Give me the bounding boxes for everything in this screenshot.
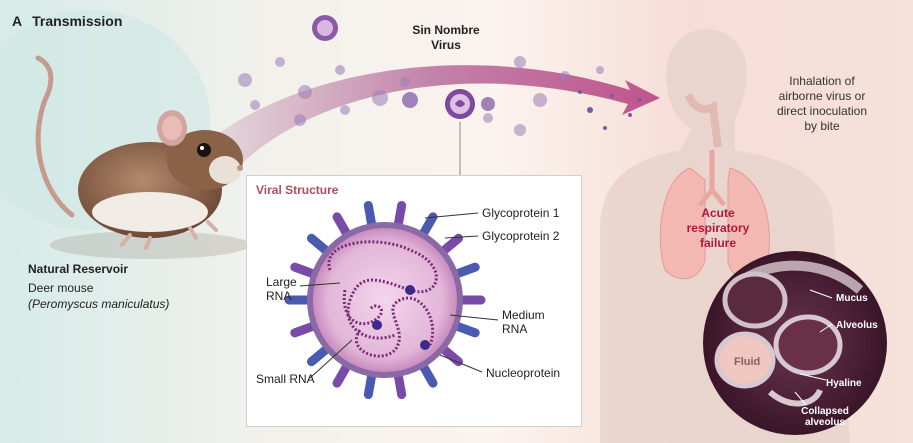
virion-large-2 — [445, 89, 475, 119]
panel-title-text: Transmission — [32, 13, 123, 29]
hyaline-label: Hyaline — [826, 378, 862, 389]
glycoprotein-spike — [290, 322, 317, 338]
panel-letter: A — [12, 13, 23, 29]
arf-line2: respiratory — [686, 221, 750, 235]
large-rna-line2: RNA — [266, 289, 292, 303]
transmission-arrow — [210, 65, 660, 165]
floating-virions — [238, 15, 642, 136]
mouse-shadow — [50, 231, 250, 259]
collapsed-alveolus-label: Collapsed alveolus — [790, 406, 860, 428]
virion-large-1 — [312, 15, 338, 41]
arf-line3: failure — [699, 236, 736, 250]
virus-name-line2: Virus — [431, 38, 461, 52]
medium-rna-label: Medium RNA — [502, 308, 545, 336]
virion-medium — [402, 92, 495, 111]
glycoprotein2-label: Glycoprotein 2 — [482, 229, 560, 243]
glycoprotein-spike — [394, 200, 407, 228]
glycoprotein-spike — [290, 262, 317, 278]
arf-line1: Acute — [701, 206, 735, 220]
virus-name-line1: Sin Nombre — [412, 23, 480, 37]
acute-respiratory-failure-label: Acute respiratory failure — [673, 206, 763, 251]
deer-mouse-illustration — [35, 55, 243, 250]
medium-rna-line2: RNA — [502, 322, 528, 336]
glycoprotein-spike — [363, 200, 376, 228]
scientific-name-text: (Peromyscus maniculatus) — [28, 297, 170, 311]
alveolus-label: Alveolus — [836, 320, 878, 331]
glycoprotein-spike — [419, 363, 438, 388]
inhalation-line3: direct inoculation — [776, 104, 868, 118]
glycoprotein-spike — [332, 212, 351, 237]
glycoprotein-spike — [306, 233, 330, 255]
alveolus-leaders — [794, 289, 833, 406]
glycoprotein-spike — [440, 345, 464, 367]
collapsed-line1: Collapsed — [801, 406, 849, 417]
nucleoprotein-label: Nucleoprotein — [486, 366, 561, 380]
alveolus-magnified-circle — [703, 251, 887, 435]
collapsed-line2: alveolus — [804, 417, 846, 428]
glycoprotein1-label: Glycoprotein 1 — [482, 206, 560, 220]
nucleoprotein-dot-2 — [372, 320, 382, 330]
viral-structure-title: Viral Structure — [256, 183, 339, 197]
glycoprotein-spike — [363, 372, 376, 400]
inhalation-line2: airborne virus or — [778, 89, 866, 103]
inhalation-line4: by bite — [804, 119, 840, 133]
viral-structure-leaders — [299, 212, 499, 379]
panel-title: A Transmission — [12, 13, 122, 29]
nucleoprotein-dot-3 — [420, 340, 430, 350]
inhalation-line1: Inhalation of — [789, 74, 855, 88]
nucleoprotein-dot-1 — [405, 285, 415, 295]
large-rna-label: Large RNA — [266, 275, 297, 303]
natural-reservoir-title: Natural Reservoir — [28, 262, 129, 276]
glycoprotein-spike — [419, 212, 438, 237]
glycoprotein-spike — [332, 363, 351, 388]
deer-mouse-label: Deer mouse — [28, 281, 94, 295]
glycoprotein-spike — [306, 345, 330, 367]
glycoprotein-spike — [394, 372, 407, 400]
glycoprotein-spikes — [284, 200, 486, 400]
glycoprotein-spike — [440, 233, 464, 255]
virus-name-label: Sin Nombre Virus — [392, 23, 500, 53]
fluid-label: Fluid — [734, 356, 761, 368]
large-rna-line1: Large — [266, 275, 297, 289]
glycoprotein-spike — [453, 262, 480, 278]
viral-capsid-interior — [313, 228, 457, 372]
medium-rna-line1: Medium — [502, 308, 545, 322]
scientific-name-label: (Peromyscus maniculatus) — [28, 297, 169, 311]
mucus-label: Mucus — [836, 293, 868, 304]
glycoprotein-spike — [453, 322, 480, 338]
lungs-illustration — [659, 150, 770, 280]
inhalation-label: Inhalation of airborne virus or direct i… — [760, 74, 884, 134]
small-rna-label: Small RNA — [256, 372, 315, 386]
